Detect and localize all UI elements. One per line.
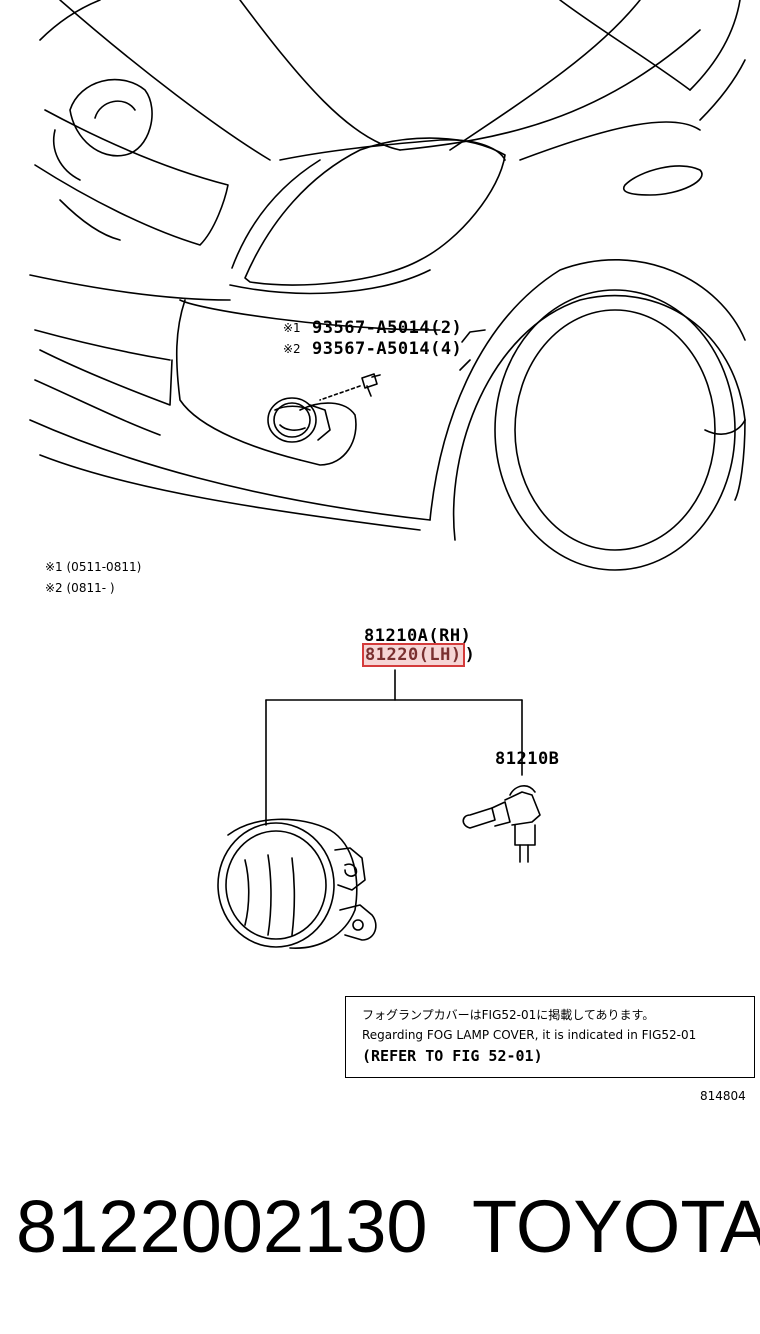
fog-lamp-on-car [267,397,317,443]
bolt [361,373,378,389]
brand-name: TOYOTA [472,1185,760,1268]
bolt-part-number-1[interactable]: 93567-A5014(2) [312,318,463,338]
part-number-lh-row: 81220(LH)) [362,643,476,667]
bolt-note-1-marker: ※1 [283,321,301,335]
headlamp-outline [244,137,506,286]
legend-note-2: ※2 (0811- ) [45,581,115,595]
part-number-lh-highlight[interactable]: 81220(LH) [362,643,465,667]
bolt-part-number-2[interactable]: 93567-A5014(4) [312,339,463,359]
wheel-arch [429,259,746,521]
fog-lamp-assembly-drawing [217,818,377,949]
car-body-outline [29,0,746,571]
reference-note-box: フォグランプカバーはFIG52-01に掲載してあります。 Regarding F… [345,996,755,1078]
note-english-text: Regarding FOG LAMP COVER, it is indicate… [362,1028,697,1042]
figure-number: 814804 [700,1089,746,1103]
part-number-rh[interactable]: 81210A(RH) [364,626,472,646]
legend-note-1: ※1 (0511-0811) [45,560,142,574]
note-refer-text[interactable]: (REFER TO FIG 52-01) [362,1047,543,1065]
note-japanese-text: フォグランプカバーはFIG52-01に掲載してあります。 [362,1008,655,1022]
part-number-lh-suffix: ) [464,645,476,665]
assembly-bracket [265,669,523,826]
bulb-drawing [462,785,541,863]
bolt-note-2-marker: ※2 [283,342,301,356]
tyre-outline [494,289,736,571]
part-number-title: 8122002130 [16,1185,428,1268]
part-number-bulb[interactable]: 81210B [495,749,560,769]
